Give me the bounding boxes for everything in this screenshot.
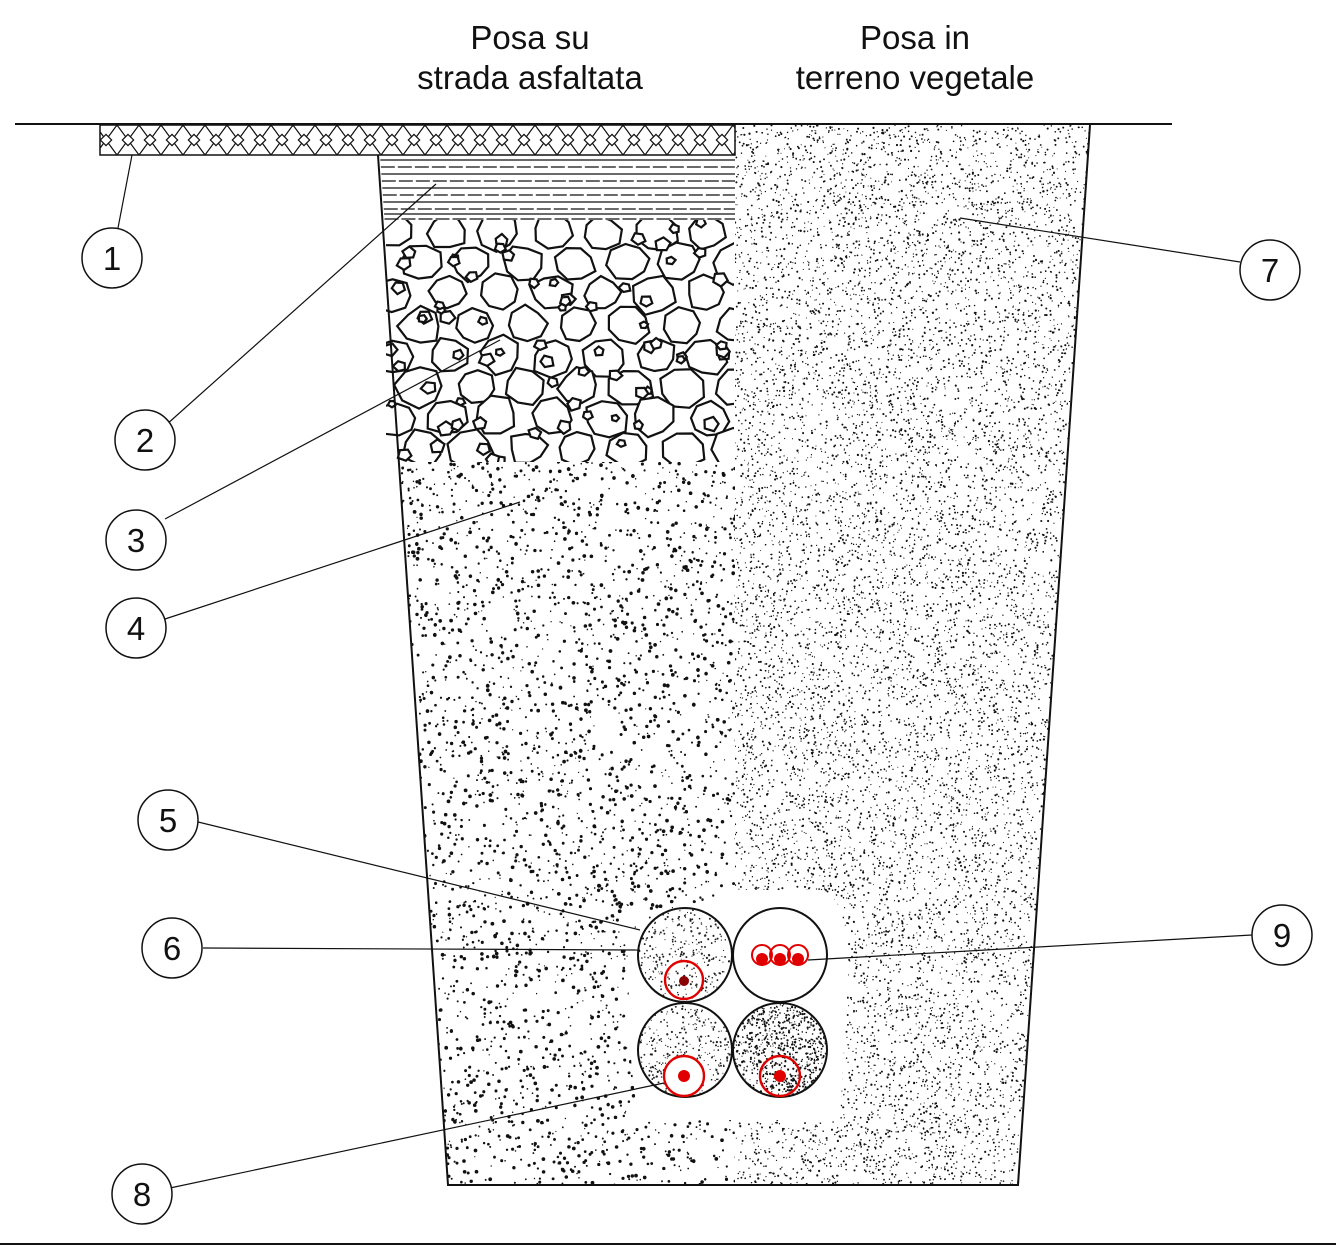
leader-lines bbox=[117, 154, 1253, 1189]
heading-asphalt: Posa su strada asfaltata bbox=[380, 18, 680, 98]
heading-asphalt-line1: Posa su bbox=[470, 19, 590, 56]
heading-soil-line2: terreno vegetale bbox=[795, 59, 1035, 96]
backfill-sand-left bbox=[378, 453, 735, 1185]
conduit-bottom-left bbox=[637, 1002, 733, 1098]
cable-core-a bbox=[679, 976, 689, 986]
callout-5: 5 bbox=[137, 789, 199, 851]
callout-1: 1 bbox=[81, 227, 143, 289]
callout-2: 2 bbox=[114, 409, 176, 471]
svg-text:4: 4 bbox=[127, 610, 145, 647]
svg-text:7: 7 bbox=[1261, 252, 1279, 289]
heading-soil-line1: Posa in bbox=[859, 19, 971, 56]
conduit-top-right bbox=[732, 907, 828, 1003]
gravel-stone-layer bbox=[386, 220, 734, 462]
callout-3: 3 bbox=[105, 509, 167, 571]
asphalt-layer bbox=[99, 124, 736, 156]
svg-text:6: 6 bbox=[163, 930, 181, 967]
callout-7: 7 bbox=[1239, 239, 1301, 301]
conduit-bottom-right bbox=[732, 1002, 828, 1098]
svg-text:2: 2 bbox=[136, 422, 154, 459]
svg-text:3: 3 bbox=[127, 522, 145, 559]
heading-soil: Posa in terreno vegetale bbox=[760, 18, 1070, 98]
svg-text:9: 9 bbox=[1273, 917, 1291, 954]
callout-6: 6 bbox=[141, 917, 203, 979]
binder-layer bbox=[380, 159, 735, 220]
cable-core-c bbox=[678, 1070, 690, 1082]
trench-outline bbox=[377, 124, 1091, 1186]
cable-ring-d bbox=[758, 1054, 802, 1098]
cable-ring-a bbox=[663, 959, 705, 1001]
svg-text:5: 5 bbox=[159, 802, 177, 839]
callout-4: 4 bbox=[105, 597, 167, 659]
conduit-top-left bbox=[637, 907, 733, 1003]
svg-text:1: 1 bbox=[103, 240, 121, 277]
svg-text:8: 8 bbox=[133, 1176, 151, 1213]
heading-asphalt-line2: strada asfaltata bbox=[417, 59, 643, 96]
vegetal-soil-right bbox=[735, 125, 1090, 1185]
callout-8: 8 bbox=[111, 1163, 173, 1225]
callout-9: 9 bbox=[1251, 904, 1313, 966]
cable-core-d bbox=[774, 1070, 786, 1082]
